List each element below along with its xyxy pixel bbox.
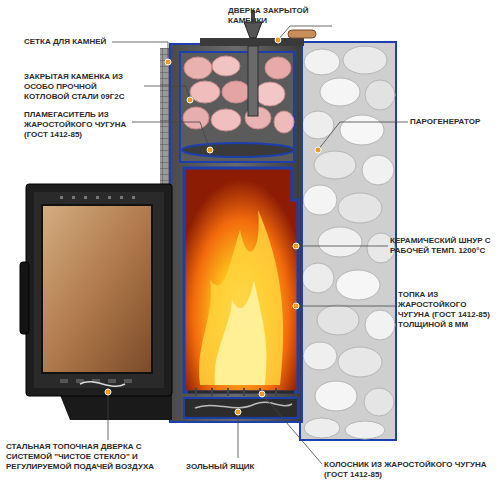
callout-label: КЕРАМИЧЕСКИЙ ШНУР С РАБОЧЕЙ ТЕМП. 1200°С xyxy=(390,236,496,256)
callout-label: ДВЕРКА ЗАКРЫТОЙ КАМЕНКИ xyxy=(228,6,332,26)
callout-label: ЗОЛЬНЫЙ ЯЩИК xyxy=(186,462,286,472)
callout-dots xyxy=(105,37,321,415)
callout-label: ЗАКРЫТАЯ КАМЕНКА ИЗ ОСОБО ПРОЧНОЙ КОТЛОВ… xyxy=(24,72,144,102)
callout-label: КОЛОСНИК ИЗ ЖАРОСТОЙКОГО ЧУГУНА (ГОСТ 14… xyxy=(324,460,496,480)
callout-label: СЕТКА ДЛЯ КАМНЕЙ xyxy=(24,37,114,47)
callout-label: ПЛАМЕГАСИТЕЛЬ ИЗ ЖАРОСТОЙКОГО ЧУГУНА (ГО… xyxy=(24,110,132,140)
leader-lines xyxy=(108,26,408,464)
callout-label: СТАЛЬНАЯ ТОПОЧНАЯ ДВЕРКА С СИСТЕМОЙ "ЧИС… xyxy=(6,442,156,472)
callout-label: ТОПКА ИЗ ЖАРОСТОЙКОГО ЧУГУНА (ГОСТ 1412-… xyxy=(398,290,496,330)
callout-label: ПАРОГЕНЕРАТОР xyxy=(410,117,496,127)
stone-column xyxy=(300,42,396,440)
stove-body xyxy=(170,10,316,422)
fire-door xyxy=(20,184,172,420)
